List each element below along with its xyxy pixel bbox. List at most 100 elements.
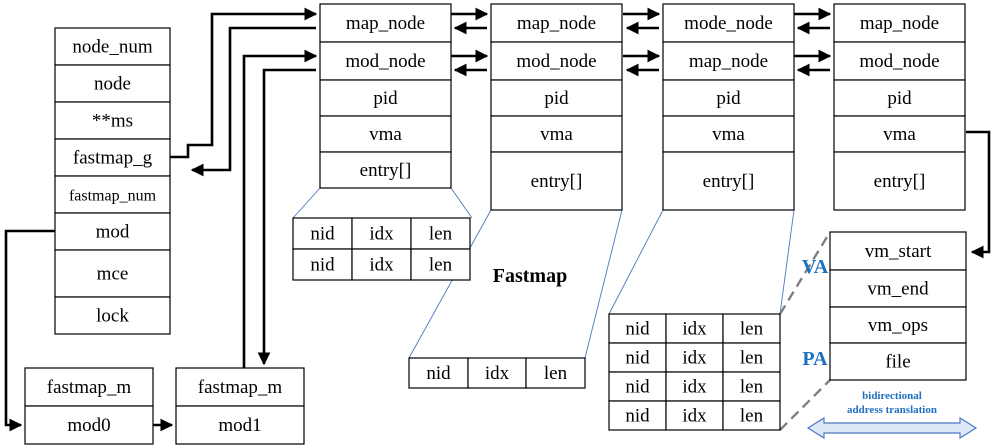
entries_a-r1-idx-label: idx	[369, 224, 394, 245]
entries_a-r1-nid: nid	[292, 217, 353, 250]
struct-main-field-fastmap_g: fastmap_g	[54, 138, 171, 177]
module-mod1-header: fastmap_m	[175, 367, 305, 407]
vma-field-vm_end: vm_end	[829, 269, 967, 308]
entries_c-r4-len-label: len	[740, 406, 764, 427]
struct-main-field-fastmap_num: fastmap_num	[54, 175, 171, 214]
node-1-vma-label: vma	[369, 124, 402, 145]
node-4-mod_node: mod_node	[833, 41, 966, 81]
vma-field-file-label: file	[885, 352, 910, 373]
struct-main-field-node-label: node	[94, 74, 131, 95]
entries_c-r2-idx-label: idx	[682, 348, 707, 369]
node-4-vma: vma	[833, 115, 966, 153]
entries_c-r4-idx-label: idx	[682, 406, 707, 427]
arrow-vma-to-vm-start	[966, 130, 991, 259]
entries_a-r1-nid-label: nid	[310, 224, 335, 245]
entries_a-r1-idx: idx	[351, 217, 412, 250]
module-mod0-header-label: fastmap_m	[47, 377, 132, 398]
vma-field-vm_ops: vm_ops	[829, 306, 967, 344]
entries_a-r2-idx: idx	[351, 248, 412, 281]
arrow-fastmap-g-to-map-node	[170, 7, 318, 159]
entries_c-r3-len: len	[722, 371, 781, 402]
entries_a-r2-nid-label: nid	[310, 255, 335, 276]
entries_b-r1-len: len	[525, 357, 586, 389]
node-3-mode_node: mode_node	[662, 3, 795, 43]
vma-field-vm_ops-label: vm_ops	[868, 315, 928, 336]
node-2-pid-label: pid	[544, 88, 569, 109]
module-mod0-name: mod0	[24, 405, 154, 445]
entries_c-r1-nid-label: nid	[625, 319, 650, 340]
node-1-entry: entry[]	[319, 151, 452, 189]
node-3-pid: pid	[662, 79, 795, 117]
entries_a-r2-len-label: len	[429, 255, 453, 276]
struct-main-field-mod: mod	[54, 212, 171, 251]
bidirectional-arrow-icon	[806, 416, 978, 440]
node-3-entry: entry[]	[662, 151, 795, 211]
entries_a-r2-nid: nid	[292, 248, 353, 281]
entries_c-r3-idx-label: idx	[682, 377, 707, 398]
node-4-pid-label: pid	[887, 88, 912, 109]
entries_c-r1-idx-label: idx	[682, 319, 707, 340]
node-1-entry-label: entry[]	[360, 160, 412, 181]
struct-main-field-mod-label: mod	[96, 222, 130, 243]
entries_a-r2-idx-label: idx	[369, 255, 394, 276]
struct-main-field-fastmap_g-label: fastmap_g	[73, 148, 153, 169]
pa-label: PA	[802, 348, 828, 370]
node-2-entry: entry[]	[490, 151, 623, 211]
arrow-mod-to-mod0	[4, 229, 55, 432]
struct-main-field-node_num-label: node_num	[72, 37, 152, 58]
node-4-entry-label: entry[]	[874, 171, 926, 192]
module-mod0-header: fastmap_m	[24, 367, 154, 407]
module-struct-mod1: fastmap_m mod1	[175, 367, 305, 445]
node-2-vma: vma	[490, 115, 623, 153]
bidir-label-line1: bidirectional	[862, 390, 922, 402]
module-mod1-name-label: mod1	[218, 415, 261, 436]
entries_a-r2-len: len	[410, 248, 471, 281]
node-1-map_node-label: map_node	[346, 13, 425, 34]
entries_c-r4-idx: idx	[665, 400, 724, 431]
module-mod1-header-label: fastmap_m	[198, 377, 283, 398]
entries_c-r1-len: len	[722, 313, 781, 344]
node-3-pid-label: pid	[716, 88, 741, 109]
entries_c-r4-nid: nid	[608, 400, 667, 431]
node-3-map_node: map_node	[662, 41, 795, 81]
node-2-vma-label: vma	[540, 124, 573, 145]
node-2-map_node-label: map_node	[517, 13, 596, 34]
entries_c-r2-idx: idx	[665, 342, 724, 373]
arrow-mod-node-to-fastmap-g	[190, 26, 316, 177]
node-1-map_node: map_node	[319, 3, 452, 43]
node-3-mode_node-label: mode_node	[684, 13, 773, 34]
va-label: VA	[802, 256, 829, 278]
node-3-vma-label: vma	[712, 124, 745, 145]
node-4-entry: entry[]	[833, 151, 966, 211]
module-mod1-name: mod1	[175, 405, 305, 445]
module-mod0-name-label: mod0	[67, 415, 110, 436]
node-2-pid: pid	[490, 79, 623, 117]
vma-field-vm_start: vm_start	[829, 231, 967, 271]
entries_c-r3-len-label: len	[740, 377, 764, 398]
vma-field-vm_end-label: vm_end	[867, 279, 929, 300]
entries_c-r1-len-label: len	[740, 319, 764, 340]
struct-main-field-fastmap_num-label: fastmap_num	[69, 188, 157, 205]
node-3-map_node-label: map_node	[689, 51, 768, 72]
expansion-lines	[292, 187, 832, 431]
entries_c-r1-nid: nid	[608, 313, 667, 344]
struct-main-field-lock: lock	[54, 296, 171, 335]
entries_c-r4-len: len	[722, 400, 781, 431]
entries_c-r1-idx: idx	[665, 313, 724, 344]
entries_b-r1-idx: idx	[467, 357, 527, 389]
node-1-pid: pid	[319, 79, 452, 117]
node-2-map_node: map_node	[490, 3, 623, 43]
node-1-mod_node-label: mod_node	[345, 51, 425, 72]
struct-main-field-ms-label: **ms	[92, 111, 133, 132]
node-4-vma-label: vma	[883, 124, 916, 145]
node-2-mod_node: mod_node	[490, 41, 623, 81]
module-struct-mod0: fastmap_m mod0	[24, 367, 154, 445]
struct-main-field-mce-label: mce	[97, 264, 129, 285]
node-1-pid-label: pid	[373, 88, 398, 109]
entries_c-r2-len: len	[722, 342, 781, 373]
vma-field-file: file	[829, 342, 967, 381]
